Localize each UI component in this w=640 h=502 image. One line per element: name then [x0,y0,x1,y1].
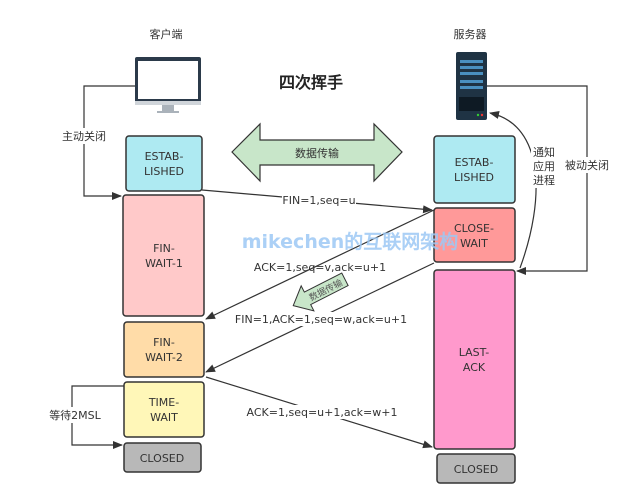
final-ack-message-label: ACK=1,seq=u+1,ack=w+1 [247,406,398,419]
server-closed-text: CLOSED [454,463,498,476]
server-established-text-2: LISHED [454,171,494,184]
notify-label-3: 进程 [533,174,555,187]
diagram-title: 四次挥手 [279,73,343,92]
client-state-fin-wait-1 [122,194,205,317]
computer-monitor-icon [135,57,201,113]
small-data-transfer-arrow: 数据传输 [292,272,349,312]
client-state-time-wait [123,381,205,438]
notify-label-2: 应用 [533,159,555,173]
client-state-fin-wait-2 [123,321,205,378]
fin-ack-message-label: FIN=1,ACK=1,seq=w,ack=u+1 [235,313,407,326]
last-ack-text: LAST- [459,346,490,359]
close-wait-text-2: WAIT [460,237,488,250]
client-label: 客户端 [150,27,183,41]
time-wait-text: TIME- [148,396,179,409]
last-ack-text-2: ACK [463,361,486,374]
ack-message-label: ACK=1,seq=v,ack=u+1 [254,261,386,274]
fin-wait-1-text-2: WAIT-1 [145,257,183,270]
time-wait-text-2: WAIT [150,411,178,424]
close-wait-text: CLOSE- [454,222,494,235]
server-state-closed [436,453,516,484]
fin-wait-2-text-2: WAIT-2 [145,351,183,364]
fin-wait-2-text: FIN- [153,336,175,349]
client-closed-text: CLOSED [140,452,184,465]
notify-label-1: 通知 [533,145,555,159]
client-state-established [125,135,203,192]
server-label: 服务器 [454,28,487,41]
server-state-established [433,135,516,204]
server-state-close-wait [433,207,516,263]
watermark: mikechen的互联网架构 [242,230,459,253]
ack-message-arrow [205,209,435,320]
active-close-label: 主动关闭 [62,129,106,143]
data-transfer-double-arrow [231,122,403,183]
data-transfer-label: 数据传输 [295,146,339,160]
fin-wait-1-text: FIN- [153,242,175,255]
server-established-text: ESTAB- [455,156,494,169]
server-rack-icon [456,52,487,120]
client-state-closed [123,442,202,473]
passive-close-arrow [487,85,588,275]
server-state-last-ack [433,269,516,450]
wait-2msl-label: 等待2MSL [49,408,101,422]
client-established-text-2: LISHED [144,165,184,178]
fin-message-label: FIN=1,seq=u [282,194,355,207]
client-established-text: ESTAB- [145,150,184,163]
passive-close-label: 被动关闭 [565,158,609,172]
